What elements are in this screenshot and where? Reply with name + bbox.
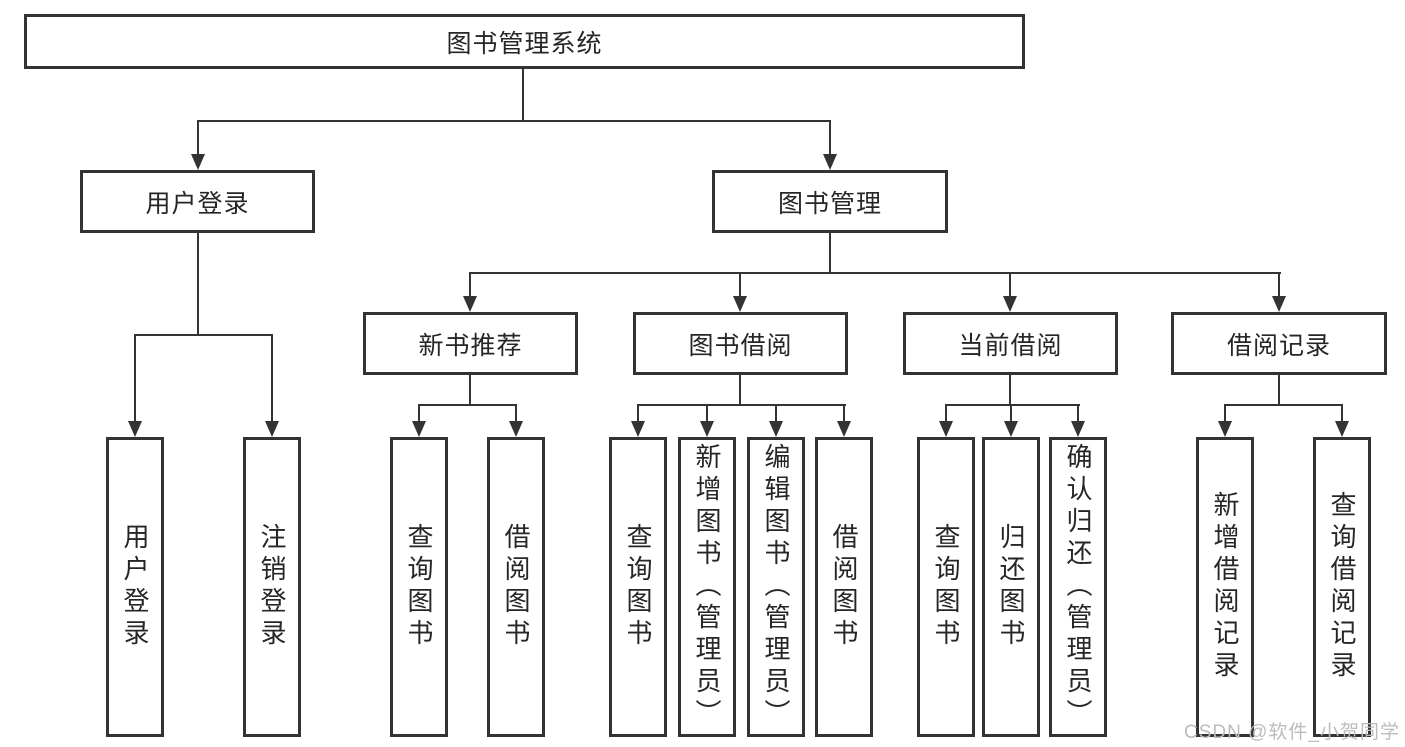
leaf-return-book: 归还图书: [982, 437, 1040, 737]
leaf-borrow-query-book: 查询图书: [609, 437, 667, 737]
connector-current-borrow-stem: [1009, 375, 1011, 406]
connector-arrow-confirm-return: [1077, 404, 1079, 423]
connector-arrow-user-login: [197, 120, 199, 156]
node-current-borrow-label: 当前借阅: [958, 331, 1063, 360]
connector-arrow-current-borrow: [1009, 272, 1011, 298]
arrowhead-query-record-icon: [1335, 421, 1349, 437]
connector-user-login-stem: [197, 233, 199, 336]
arrowhead-leaf-user-login-icon: [128, 421, 142, 437]
connector-arrow-return-book: [1010, 404, 1012, 423]
leaf-edit-book-admin-label: 编辑图书（管理员）: [761, 443, 791, 731]
arrowhead-book-borrow-icon: [733, 296, 747, 312]
leaf-recommend-borrow-book-label: 借阅图书: [501, 523, 531, 651]
connector-new-book-recommend-split: [418, 404, 517, 406]
leaf-current-query-book: 查询图书: [917, 437, 975, 737]
connector-arrow-borrow-book: [843, 404, 845, 423]
connector-arrow-book-borrow: [739, 272, 741, 298]
arrowhead-book-management-icon: [823, 154, 837, 170]
leaf-current-query-book-label: 查询图书: [931, 523, 961, 651]
leaf-recommend-borrow-book: 借阅图书: [487, 437, 545, 737]
leaf-logout: 注销登录: [243, 437, 301, 737]
leaf-logout-label: 注销登录: [257, 523, 287, 651]
connector-arrow-borrow-records: [1278, 272, 1280, 298]
arrowhead-user-login-icon: [191, 154, 205, 170]
connector-arrow-recommend-query: [418, 404, 420, 423]
connector-book-borrow-stem: [739, 375, 741, 406]
connector-new-book-recommend-stem: [469, 375, 471, 406]
arrowhead-recommend-borrow-icon: [509, 421, 523, 437]
connector-book-management-split: [469, 272, 1281, 274]
leaf-confirm-return-admin-label: 确认归还（管理员）: [1063, 443, 1093, 731]
connector-user-login-split: [134, 334, 273, 336]
connector-arrow-borrow-query: [637, 404, 639, 423]
connector-book-borrow-split: [637, 404, 846, 406]
arrowhead-return-book-icon: [1004, 421, 1018, 437]
arrowhead-leaf-logout-icon: [265, 421, 279, 437]
node-book-borrow: 图书借阅: [633, 312, 848, 375]
connector-book-management-stem: [829, 233, 831, 274]
node-new-book-recommend-label: 新书推荐: [418, 331, 523, 360]
node-root-system: 图书管理系统: [24, 14, 1025, 69]
connector-borrow-records-stem: [1278, 375, 1280, 406]
node-book-management: 图书管理: [712, 170, 948, 233]
arrowhead-add-record-icon: [1218, 421, 1232, 437]
csdn-watermark: CSDN @软件_小贺同学: [1184, 722, 1400, 743]
arrowhead-add-book-icon: [700, 421, 714, 437]
node-user-login-label: 用户登录: [145, 189, 250, 218]
arrowhead-borrow-query-icon: [631, 421, 645, 437]
connector-arrow-leaf-logout: [271, 334, 273, 423]
node-user-login: 用户登录: [80, 170, 315, 233]
connector-arrow-recommend-borrow: [515, 404, 517, 423]
connector-arrow-current-query: [945, 404, 947, 423]
leaf-user-login: 用户登录: [106, 437, 164, 737]
arrowhead-recommend-query-icon: [412, 421, 426, 437]
arrowhead-current-query-icon: [939, 421, 953, 437]
leaf-query-borrow-record: 查询借阅记录: [1313, 437, 1371, 737]
connector-arrow-add-book: [706, 404, 708, 423]
connector-borrow-records-split: [1224, 404, 1343, 406]
node-book-borrow-label: 图书借阅: [688, 331, 793, 360]
connector-arrow-book-management: [829, 120, 831, 156]
leaf-user-login-label: 用户登录: [120, 523, 150, 651]
connector-root-stem: [522, 69, 524, 121]
connector-current-borrow-split: [945, 404, 1080, 406]
leaf-edit-book-admin: 编辑图书（管理员）: [747, 437, 805, 737]
arrowhead-borrow-book-icon: [837, 421, 851, 437]
leaf-add-book-admin-label: 新增图书（管理员）: [692, 443, 722, 731]
connector-arrow-new-book-recommend: [469, 272, 471, 298]
node-root-label: 图书管理系统: [446, 29, 603, 58]
arrowhead-confirm-return-icon: [1071, 421, 1085, 437]
connector-root-split: [197, 120, 831, 122]
node-current-borrow: 当前借阅: [903, 312, 1118, 375]
leaf-confirm-return-admin: 确认归还（管理员）: [1049, 437, 1107, 737]
arrowhead-current-borrow-icon: [1003, 296, 1017, 312]
arrowhead-new-book-recommend-icon: [463, 296, 477, 312]
leaf-add-book-admin: 新增图书（管理员）: [678, 437, 736, 737]
leaf-recommend-query-book-label: 查询图书: [404, 523, 434, 651]
node-new-book-recommend: 新书推荐: [363, 312, 578, 375]
leaf-borrow-book-label: 借阅图书: [829, 523, 859, 651]
leaf-recommend-query-book: 查询图书: [390, 437, 448, 737]
leaf-add-borrow-record-label: 新增借阅记录: [1210, 491, 1240, 683]
leaf-borrow-query-book-label: 查询图书: [623, 523, 653, 651]
leaf-add-borrow-record: 新增借阅记录: [1196, 437, 1254, 737]
arrowhead-edit-book-icon: [769, 421, 783, 437]
connector-arrow-query-record: [1341, 404, 1343, 423]
connector-arrow-edit-book: [775, 404, 777, 423]
node-borrow-records-label: 借阅记录: [1226, 331, 1331, 360]
node-borrow-records: 借阅记录: [1171, 312, 1387, 375]
connector-arrow-leaf-user-login: [134, 334, 136, 423]
connector-arrow-add-record: [1224, 404, 1226, 423]
arrowhead-borrow-records-icon: [1272, 296, 1286, 312]
leaf-borrow-book: 借阅图书: [815, 437, 873, 737]
leaf-return-book-label: 归还图书: [996, 523, 1026, 651]
node-book-management-label: 图书管理: [777, 189, 882, 218]
leaf-query-borrow-record-label: 查询借阅记录: [1327, 491, 1357, 683]
